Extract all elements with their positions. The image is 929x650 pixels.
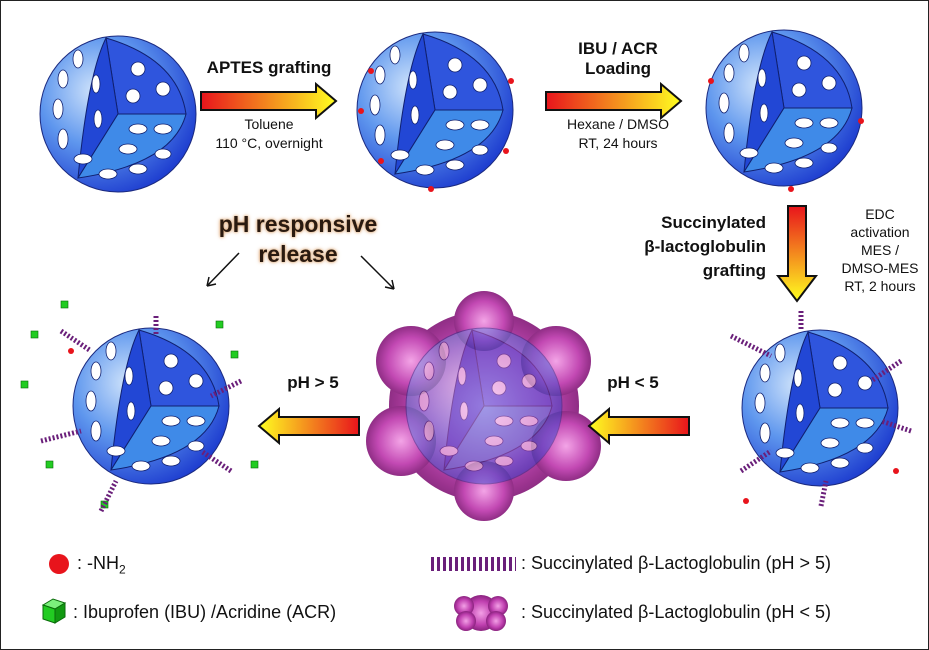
amine-groups <box>68 68 899 504</box>
arrow-ph-low <box>588 408 690 444</box>
step3-title-line3: grafting <box>702 261 766 280</box>
step3-cond-5: RT, 2 hours <box>844 278 916 294</box>
release-pointer-arrows <box>206 252 395 290</box>
legend-amine-subscript: 2 <box>119 562 126 577</box>
step1-condition-solvent: Toluene <box>244 116 294 132</box>
drug-legend-icon <box>41 598 67 624</box>
amine-legend-icon <box>49 554 69 574</box>
step2-condition-time: RT, 24 hours <box>578 135 658 151</box>
release-title-line2: release <box>258 241 338 267</box>
released-nanoparticle <box>72 327 230 485</box>
step3-cond-3: MES / <box>860 242 900 258</box>
arrow-step1 <box>200 83 337 119</box>
step1-condition-temp: 110 °C, overnight <box>215 135 323 151</box>
step1-title: APTES grafting <box>206 58 332 77</box>
step3-title-line1: Succinylated <box>661 213 766 232</box>
arrow-step3 <box>775 205 819 303</box>
step3-cond-1: EDC <box>865 206 895 222</box>
arrow-step2 <box>545 83 682 119</box>
legend-protein-low-ph: : Succinylated β-Lactoglobulin (pH < 5) <box>521 602 832 622</box>
aptes-grafted-nanoparticle <box>356 31 514 189</box>
step2-title-line2: Loading <box>584 59 652 78</box>
legend-amine: : -NH2 <box>77 553 126 577</box>
step3-cond-4: DMSO-MES <box>841 260 919 276</box>
blob-legend-icon <box>454 595 508 631</box>
release-title-line1: pH responsive <box>218 211 378 237</box>
step3-cond-2: activation <box>850 224 910 240</box>
drug-loaded-nanoparticle <box>705 29 863 187</box>
protein-helices <box>40 311 912 513</box>
legend-drug: : Ibuprofen (IBU) /Acridine (ACR) <box>73 602 337 622</box>
ph-low-label: pH < 5 <box>607 373 659 392</box>
legend-amine-text: : -NH <box>77 553 119 573</box>
ph-high-label: pH > 5 <box>287 373 339 392</box>
bare-silica-nanoparticle <box>39 35 197 193</box>
step3-title-line2: β-lactoglobulin <box>644 237 766 256</box>
protein-grafted-nanoparticle <box>741 329 899 487</box>
step2-title-line1: IBU / ACR <box>578 39 658 58</box>
arrow-ph-high <box>258 408 360 444</box>
protein-collapsed-nanoparticle <box>366 291 601 521</box>
drug-molecules <box>20 300 259 509</box>
step2-condition-solvent: Hexane / DMSO <box>567 116 669 132</box>
legend-protein-high-ph: : Succinylated β-Lactoglobulin (pH > 5) <box>521 553 832 573</box>
